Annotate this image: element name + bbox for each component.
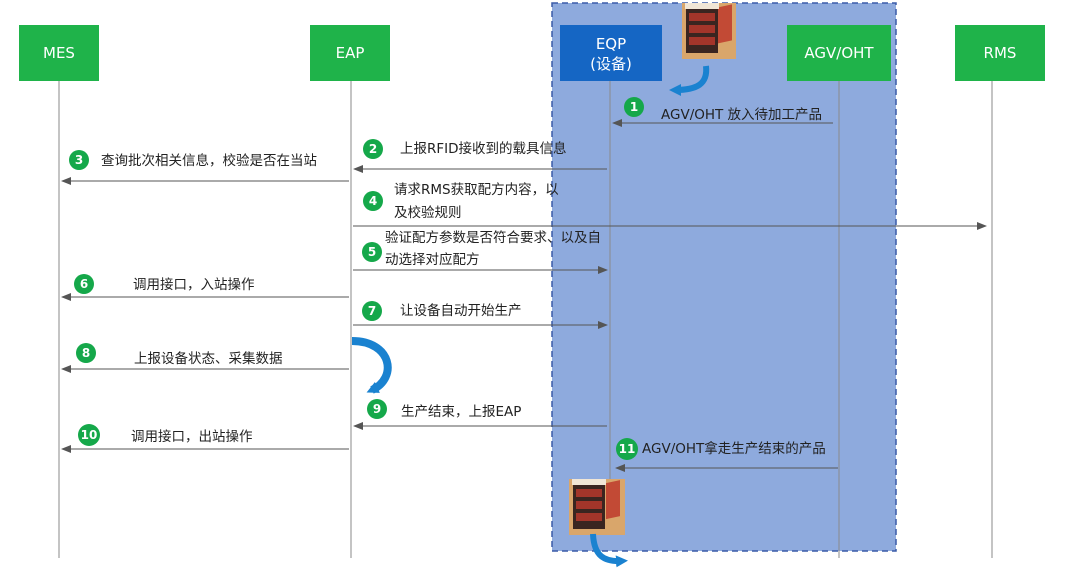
curved-arrow-icon (669, 65, 710, 96)
actor-eqp: EQP (设备) (560, 25, 662, 81)
step-7-label: 让设备自动开始生产 (400, 302, 522, 319)
step-8-label: 上报设备状态、采集数据 (134, 350, 283, 367)
actor-agv: AGV/OHT (787, 25, 891, 81)
step-8: 8 上报设备状态、采集数据 (76, 343, 283, 367)
actor-rms-label: RMS (984, 44, 1017, 62)
svg-text:8: 8 (82, 346, 90, 360)
carrier-box-icon (682, 3, 736, 59)
svg-text:6: 6 (80, 277, 88, 291)
step-5-label-line2: 动选择对应配方 (385, 251, 480, 268)
svg-text:9: 9 (373, 402, 381, 416)
step-10: 10 调用接口，出站操作 (78, 424, 253, 446)
step-5-label-line1: 验证配方参数是否符合要求、以及自 (385, 229, 601, 246)
step-7: 7 让设备自动开始生产 (362, 301, 522, 321)
actor-eqp-label: EQP (596, 35, 626, 53)
message-arrows (61, 119, 987, 472)
svg-text:11: 11 (619, 442, 636, 456)
equipment-zone (551, 2, 897, 552)
step-2: 2 上报RFID接收到的载具信息 (363, 139, 567, 159)
actor-eap-label: EAP (336, 44, 365, 62)
svg-text:10: 10 (81, 428, 98, 442)
step-11-label: AGV/OHT拿走生产结束的产品 (642, 440, 826, 457)
actor-eap: EAP (310, 25, 390, 81)
step-3-label: 查询批次相关信息，校验是否在当站 (101, 152, 317, 169)
svg-text:4: 4 (369, 194, 377, 208)
step-4-label-line1: 请求RMS获取配方内容，以 (394, 181, 559, 198)
step-2-label: 上报RFID接收到的载具信息 (400, 140, 567, 157)
actor-mes: MES (19, 25, 99, 81)
step-5: 5 验证配方参数是否符合要求、以及自 动选择对应配方 (362, 229, 601, 268)
step-11: 11 AGV/OHT拿走生产结束的产品 (616, 438, 826, 460)
svg-text:1: 1 (630, 100, 638, 114)
curved-arrow-icon (590, 533, 628, 568)
carrier-box-icon (569, 479, 625, 535)
step-6-label: 调用接口，入站操作 (133, 276, 255, 293)
step-4-label-line2: 及校验规则 (394, 204, 462, 221)
eap-self-loop-arrow (351, 337, 392, 394)
svg-text:3: 3 (75, 153, 83, 167)
step-1-label: AGV/OHT 放入待加工产品 (661, 107, 822, 123)
step-3: 3 查询批次相关信息，校验是否在当站 (69, 150, 317, 170)
actor-rms: RMS (955, 25, 1045, 81)
actor-eqp-sublabel: (设备) (590, 55, 632, 73)
step-9-label: 生产结束，上报EAP (401, 404, 521, 420)
actor-mes-label: MES (43, 44, 75, 62)
svg-text:7: 7 (368, 304, 376, 318)
step-1: 1 AGV/OHT 放入待加工产品 (624, 97, 822, 123)
svg-text:2: 2 (369, 142, 377, 156)
svg-text:5: 5 (368, 245, 376, 259)
step-10-label: 调用接口，出站操作 (131, 428, 253, 445)
actor-agv-label: AGV/OHT (804, 44, 874, 62)
step-9: 9 生产结束，上报EAP (367, 399, 521, 420)
step-4: 4 请求RMS获取配方内容，以 及校验规则 (363, 181, 559, 221)
step-6: 6 调用接口，入站操作 (74, 274, 255, 294)
lifelines (58, 81, 993, 558)
